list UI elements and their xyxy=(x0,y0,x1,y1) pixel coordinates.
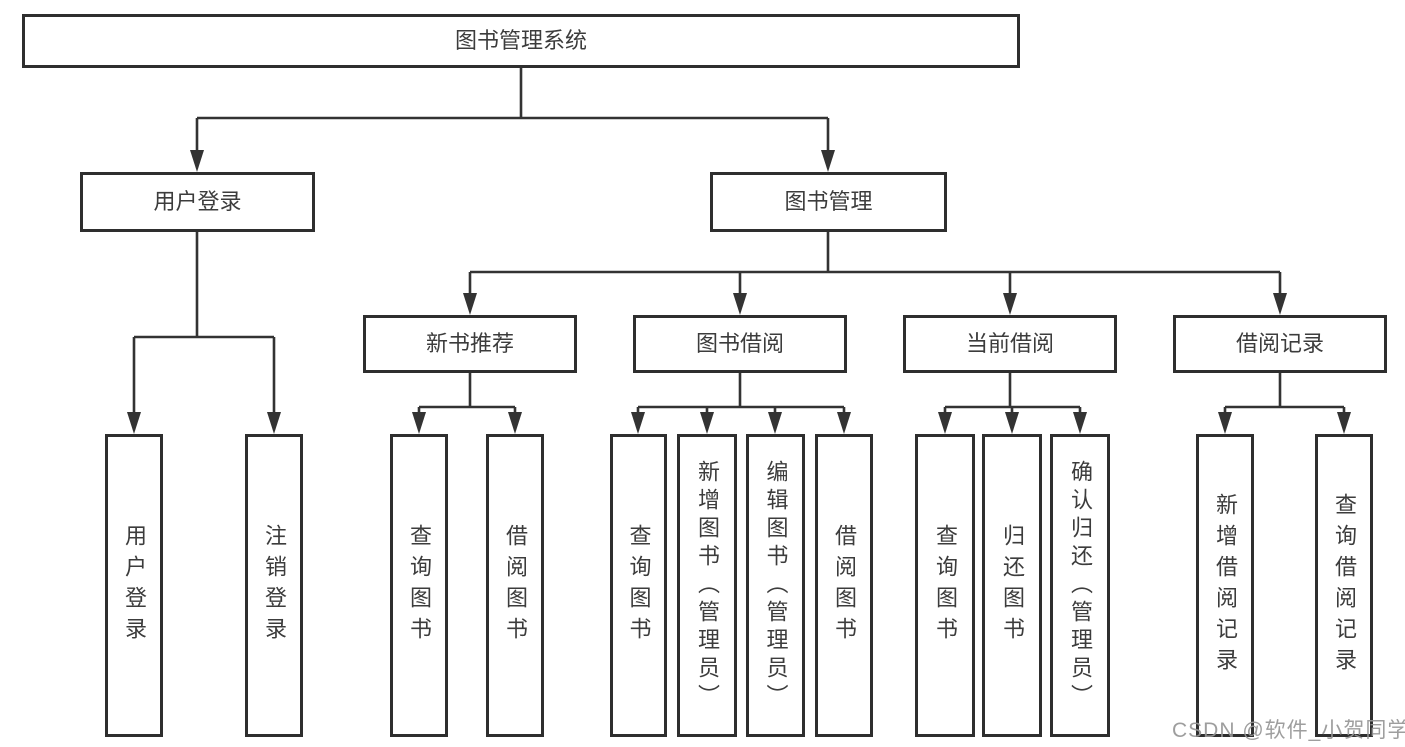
node-label: 新书推荐 xyxy=(425,331,514,356)
node-label: 借阅图书 xyxy=(832,523,857,648)
leaf-add-borrow-record: 新增借阅记录 xyxy=(1196,434,1254,737)
node-new-book-recommend: 新书推荐 xyxy=(363,315,577,373)
arrowhead xyxy=(463,293,477,315)
arrowhead xyxy=(1003,293,1017,315)
node-label: 新增借阅记录 xyxy=(1213,492,1238,679)
arrowhead xyxy=(508,412,522,434)
arrowhead xyxy=(1273,293,1287,315)
node-label: 图书借阅 xyxy=(695,331,784,356)
leaf-user-login: 用户登录 xyxy=(105,434,163,737)
node-book-borrow: 图书借阅 xyxy=(633,315,847,373)
node-label: 确认归还（管理员） xyxy=(1068,459,1093,712)
leaf-borrow-books-recommend: 借阅图书 xyxy=(486,434,544,737)
node-label: 图书管理 xyxy=(784,189,873,214)
arrowhead xyxy=(938,412,952,434)
node-root-system: 图书管理系统 xyxy=(22,14,1020,68)
connector-current-borrow xyxy=(938,373,1087,434)
node-label: 借阅记录 xyxy=(1235,331,1324,356)
arrowhead xyxy=(1005,412,1019,434)
node-label: 用户登录 xyxy=(122,523,147,648)
node-label: 注销登录 xyxy=(262,523,287,648)
arrowhead xyxy=(768,412,782,434)
leaf-add-book-admin: 新增图书（管理员） xyxy=(677,434,737,737)
leaf-return-book: 归还图书 xyxy=(982,434,1042,737)
leaf-query-books-borrow: 查询图书 xyxy=(610,434,667,737)
arrowhead xyxy=(1218,412,1232,434)
node-label: 借阅图书 xyxy=(503,523,528,648)
connector-borrow-records xyxy=(1218,373,1351,434)
node-label: 归还图书 xyxy=(1000,523,1025,648)
leaf-logout: 注销登录 xyxy=(245,434,303,737)
connector-new-book-recommend xyxy=(412,373,522,434)
arrowhead xyxy=(412,412,426,434)
csdn-watermark: CSDN @软件_小贺同学 xyxy=(1172,719,1405,742)
arrowhead xyxy=(267,412,281,434)
node-label: 查询图书 xyxy=(407,523,432,648)
node-user-login-branch: 用户登录 xyxy=(80,172,315,232)
connector-book-borrow xyxy=(631,373,851,434)
node-label: 用户登录 xyxy=(153,189,242,214)
node-label: 图书管理系统 xyxy=(454,28,587,53)
leaf-query-books-current: 查询图书 xyxy=(915,434,975,737)
leaf-borrow-books: 借阅图书 xyxy=(815,434,873,737)
node-current-borrow: 当前借阅 xyxy=(903,315,1117,373)
node-label: 查询图书 xyxy=(626,523,652,648)
leaf-edit-book-admin: 编辑图书（管理员） xyxy=(746,434,805,737)
arrowhead xyxy=(1073,412,1087,434)
node-label: 编辑图书（管理员） xyxy=(763,459,789,712)
node-label: 当前借阅 xyxy=(965,331,1054,356)
connector-root xyxy=(190,68,835,172)
leaf-confirm-return-admin: 确认归还（管理员） xyxy=(1050,434,1110,737)
arrowhead xyxy=(127,412,141,434)
arrowhead xyxy=(190,150,204,172)
node-label: 查询借阅记录 xyxy=(1332,492,1357,679)
node-label: 新增图书（管理员） xyxy=(695,459,720,712)
connector-book-management xyxy=(463,232,1287,315)
arrowhead xyxy=(837,412,851,434)
node-book-management: 图书管理 xyxy=(710,172,947,232)
arrowhead xyxy=(733,293,747,315)
node-label: 查询图书 xyxy=(933,523,958,648)
arrowhead xyxy=(700,412,714,434)
node-borrow-records: 借阅记录 xyxy=(1173,315,1387,373)
connector-user-login xyxy=(127,232,281,434)
leaf-query-borrow-record: 查询借阅记录 xyxy=(1315,434,1373,737)
arrowhead xyxy=(1337,412,1351,434)
leaf-query-books-recommend: 查询图书 xyxy=(390,434,448,737)
arrowhead xyxy=(631,412,645,434)
arrowhead xyxy=(821,150,835,172)
